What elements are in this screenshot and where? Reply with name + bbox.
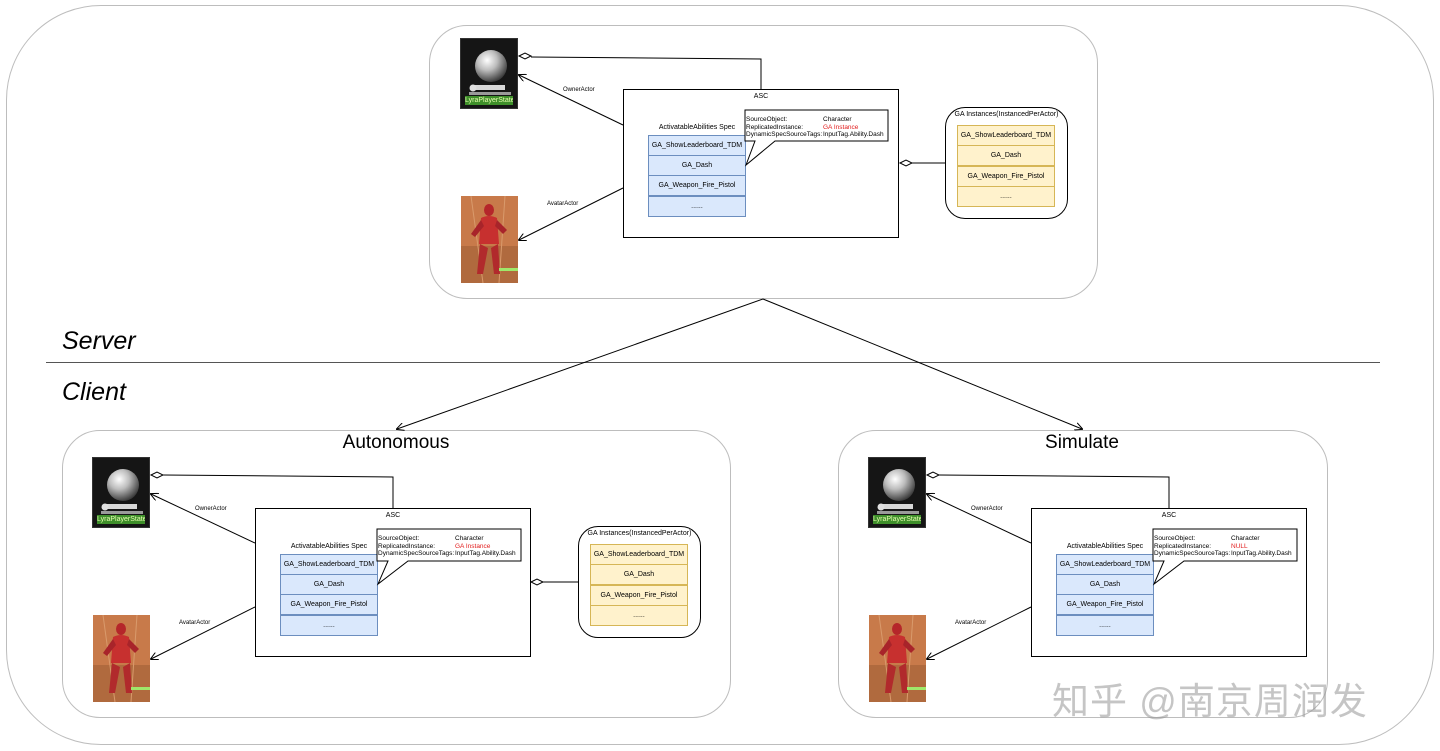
- instance-item: GA_ShowLeaderboard_TDM: [590, 544, 688, 565]
- client-label: Client: [62, 378, 126, 406]
- player-state-label: LyraPlayerState: [97, 515, 145, 524]
- player-state-label: LyraPlayerState: [465, 96, 513, 105]
- spec-item: GA_Weapon_Fire_Pistol: [648, 175, 746, 196]
- spec-item: GA_ShowLeaderboard_TDM: [648, 135, 746, 156]
- server-label: Server: [62, 327, 136, 355]
- spec-item: GA_Dash: [280, 574, 378, 595]
- spec-item: ......: [1056, 615, 1154, 636]
- callout-values: Character NULL InputTag.Ability.Dash: [1231, 535, 1292, 557]
- instance-item: GA_Weapon_Fire_Pistol: [590, 585, 688, 606]
- server-client-divider: [46, 362, 1380, 363]
- spec-title: ActivatableAbilities Spec: [1066, 543, 1144, 550]
- avatar-actor-label: AvatarActor: [547, 201, 579, 207]
- spec-item: GA_Weapon_Fire_Pistol: [280, 594, 378, 615]
- instance-item: GA_Dash: [957, 145, 1055, 166]
- player-state-label: LyraPlayerState: [873, 515, 921, 524]
- avatar-character-image: [93, 614, 150, 703]
- watermark-text: 知乎 @南京周润发: [1052, 681, 1368, 722]
- player-state-icon: LyraPlayerState: [92, 457, 150, 528]
- spec-item: GA_ShowLeaderboard_TDM: [1056, 554, 1154, 575]
- spec-title: ActivatableAbilities Spec: [290, 543, 368, 550]
- avatar-actor-label: AvatarActor: [955, 620, 987, 626]
- spec-item: GA_Weapon_Fire_Pistol: [1056, 594, 1154, 615]
- player-state-icon: LyraPlayerState: [460, 38, 518, 109]
- instance-item: GA_Dash: [590, 564, 688, 585]
- owner-actor-label: OwnerActor: [563, 87, 595, 93]
- instance-item: GA_ShowLeaderboard_TDM: [957, 125, 1055, 146]
- autonomous-title: Autonomous: [342, 432, 450, 453]
- instance-item: GA_Weapon_Fire_Pistol: [957, 166, 1055, 187]
- spec-item: ......: [280, 615, 378, 636]
- callout-keys: SourceObject: ReplicatedInstance: Dynami…: [1154, 535, 1231, 557]
- instances-title: GA Instances(InstancedPerActor): [587, 530, 692, 537]
- spec-title: ActivatableAbilities Spec: [658, 124, 736, 131]
- simulate-title: Simulate: [1045, 432, 1119, 453]
- avatar-character-image: [461, 195, 518, 284]
- instance-item: ......: [957, 186, 1055, 207]
- spec-item: ......: [648, 196, 746, 217]
- instance-item: ......: [590, 605, 688, 626]
- avatar-character-image: [869, 614, 926, 703]
- callout-keys: SourceObject: ReplicatedInstance: Dynami…: [378, 535, 455, 557]
- callout-values: Character GA Instance InputTag.Ability.D…: [823, 116, 884, 138]
- avatar-actor-label: AvatarActor: [179, 620, 211, 626]
- outer-frame: [6, 5, 1434, 745]
- callout-values: Character GA Instance InputTag.Ability.D…: [455, 535, 516, 557]
- asc-title: ASC: [753, 93, 769, 100]
- callout-keys: SourceObject: ReplicatedInstance: Dynami…: [746, 116, 823, 138]
- spec-item: GA_ShowLeaderboard_TDM: [280, 554, 378, 575]
- instances-title: GA Instances(InstancedPerActor): [954, 111, 1059, 118]
- spec-item: GA_Dash: [648, 155, 746, 176]
- spec-item: GA_Dash: [1056, 574, 1154, 595]
- player-state-icon: LyraPlayerState: [868, 457, 926, 528]
- asc-title: ASC: [1161, 512, 1177, 519]
- asc-title: ASC: [385, 512, 401, 519]
- owner-actor-label: OwnerActor: [195, 506, 227, 512]
- owner-actor-label: OwnerActor: [971, 506, 1003, 512]
